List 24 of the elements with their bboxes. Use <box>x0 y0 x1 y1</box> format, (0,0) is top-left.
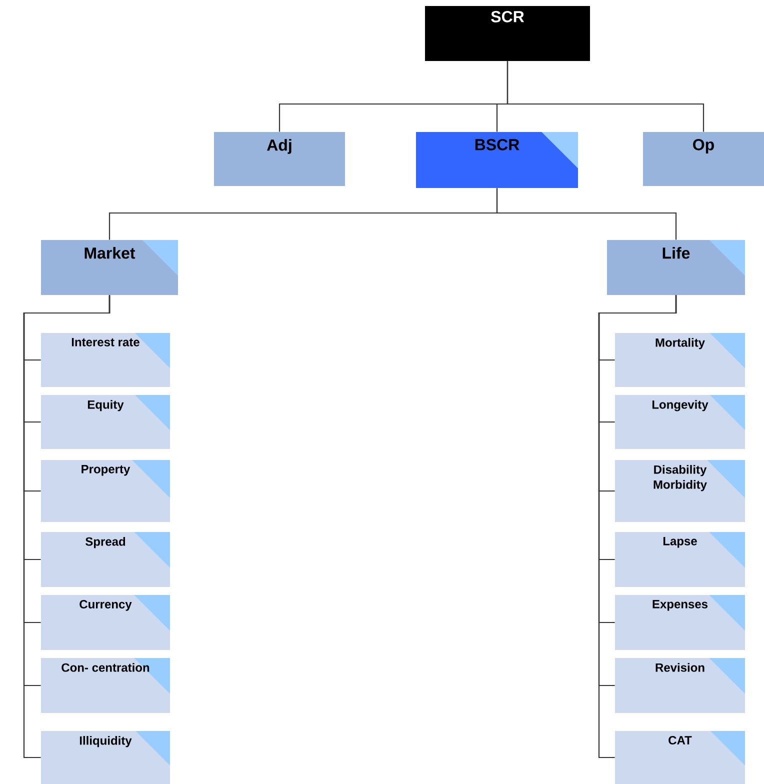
connector <box>598 295 677 758</box>
submodule-box: Expenses <box>615 595 745 650</box>
submodule-box: CAT <box>615 731 745 784</box>
submodule-box: Lapse <box>615 532 745 587</box>
submodule-box: Property <box>41 460 170 522</box>
module-box: Life <box>607 240 745 295</box>
module-box: BSCR <box>416 132 578 188</box>
connector <box>506 61 704 132</box>
category-box: Adj <box>214 132 345 186</box>
submodule-box: Longevity <box>615 395 745 449</box>
submodule-box: Equity <box>41 395 170 449</box>
submodule-box: Disability Morbidity <box>615 460 745 522</box>
submodule-box: Revision <box>615 658 745 713</box>
connector <box>23 295 110 758</box>
module-box: Market <box>41 240 178 295</box>
root-box: SCR <box>425 6 590 61</box>
category-box: Op <box>643 132 764 186</box>
submodule-box: Mortality <box>615 333 745 387</box>
submodule-box: Illiquidity <box>41 731 170 784</box>
submodule-box: Con- centration <box>41 658 170 713</box>
submodule-box: Currency <box>41 595 170 650</box>
submodule-box: Interest rate <box>41 333 170 387</box>
submodule-box: Spread <box>41 532 170 587</box>
connector <box>496 188 677 240</box>
